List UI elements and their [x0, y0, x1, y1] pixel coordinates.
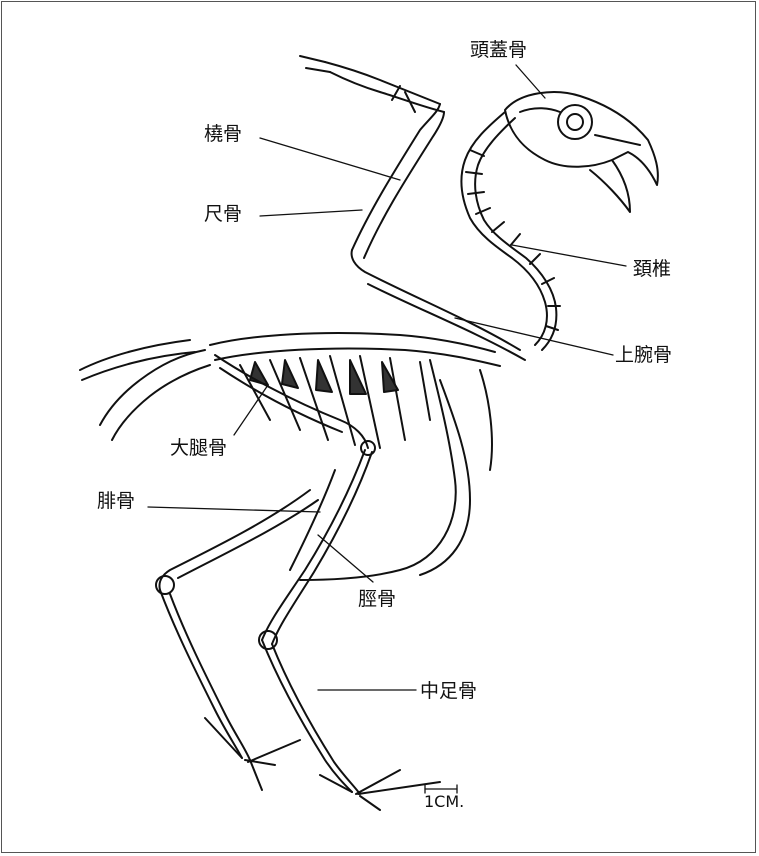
- label-tibia: 脛骨: [358, 590, 396, 609]
- label-femur: 大腿骨: [170, 439, 227, 458]
- label-ulna: 尺骨: [204, 205, 242, 224]
- cervical-vertebrae: [461, 112, 560, 350]
- label-skull: 頭蓋骨: [470, 41, 527, 60]
- label-metatarsus: 中足骨: [420, 682, 477, 701]
- label-radius: 橈骨: [204, 125, 242, 144]
- wing-bones: [300, 56, 525, 360]
- body-bones: [80, 333, 500, 580]
- skull-bone: [505, 92, 658, 212]
- scale-bar-label: 1CM.: [424, 792, 464, 811]
- label-fibula: 腓骨: [97, 492, 135, 511]
- label-humerus: 上腕骨: [615, 346, 672, 365]
- label-cervical: 頚椎: [633, 260, 671, 279]
